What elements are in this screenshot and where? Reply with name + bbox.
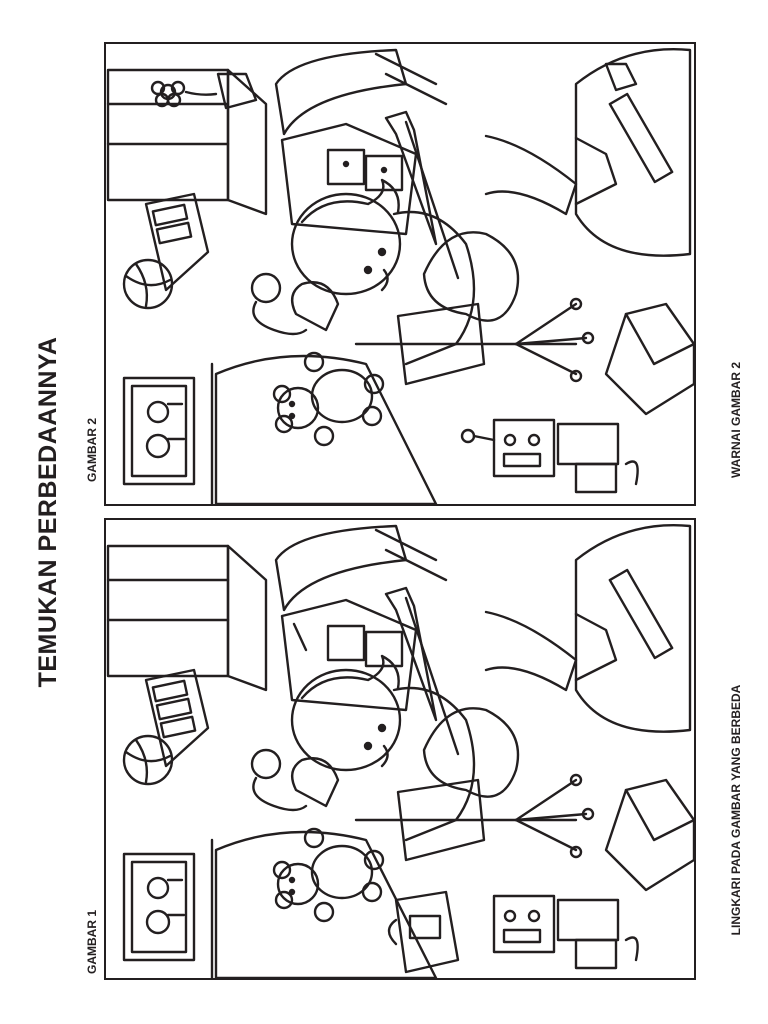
bed: [210, 354, 438, 504]
desk-lamp: [250, 748, 340, 812]
page-title: TEMUKAN PERBEDAANNYA: [34, 336, 62, 688]
chair: [274, 524, 448, 612]
picture-1-drawing: [106, 524, 694, 978]
toy-robot: [460, 418, 639, 494]
picture-2-drawing: [106, 48, 694, 504]
drawer: [280, 122, 418, 236]
ball: [122, 734, 174, 786]
instruction-color-picture-2: WARNAI GAMBAR 2: [729, 362, 743, 478]
easel: [354, 297, 595, 386]
drawer: [280, 598, 418, 712]
chair: [274, 48, 448, 136]
table: [574, 48, 692, 257]
picture-1-panel[interactable]: [104, 518, 696, 980]
photo-frame: [122, 376, 196, 486]
books-shelf: [144, 668, 210, 768]
toy-box: [604, 302, 694, 416]
ball: [122, 258, 174, 310]
picture-2-panel[interactable]: [104, 42, 696, 506]
books-shelf: [144, 192, 210, 292]
teddy-bear: [272, 351, 385, 447]
bed: [210, 830, 438, 978]
backpack: [387, 890, 460, 974]
boy-with-guitar: [290, 586, 578, 842]
instruction-circle-differences: LINGKARI PADA GAMBAR YANG BERBEDA: [729, 684, 743, 936]
toy-box: [604, 778, 694, 892]
desk-lamp: [250, 272, 340, 336]
table: [574, 524, 692, 733]
picture-2-label: GAMBAR 2: [85, 417, 99, 482]
easel: [354, 773, 595, 862]
teddy-bear: [272, 827, 385, 923]
picture-1-label: GAMBAR 1: [85, 909, 99, 974]
flower-vase: [150, 72, 258, 110]
toy-robot: [492, 894, 639, 970]
photo-frame: [122, 852, 196, 962]
cabinet: [106, 544, 268, 692]
